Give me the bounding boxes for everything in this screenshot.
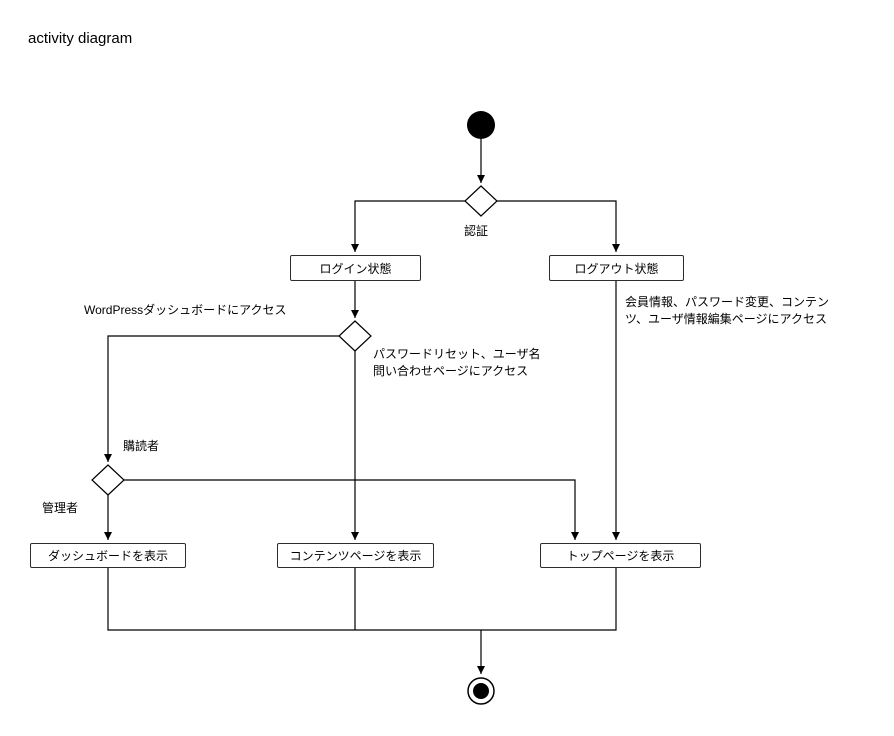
initial-node — [467, 111, 495, 139]
activity-show-top: トップページを表示 — [540, 543, 701, 568]
activity-logout-state: ログアウト状態 — [549, 255, 684, 281]
final-node-inner — [473, 683, 489, 699]
activity-show-dashboard: ダッシュボードを表示 — [30, 543, 186, 568]
guard-label-password-reset-access: パスワードリセット、ユーザ名 問い合わせページにアクセス — [373, 347, 541, 378]
activity-login-state: ログイン状態 — [290, 255, 421, 281]
activity-show-top-label: トップページを表示 — [566, 549, 675, 563]
activity-show-content-label: コンテンツページを表示 — [289, 549, 422, 563]
activity-logout-state-label: ログアウト状態 — [574, 261, 659, 276]
guard-label-wp-dashboard-access: WordPressダッシュボードにアクセス — [84, 303, 287, 317]
edge-dashboard-to-merge — [107, 568, 481, 631]
edge-auth-to-logout — [497, 200, 620, 252]
edge-decision3-to-top — [124, 479, 579, 540]
guard-label-admin: 管理者 — [42, 501, 79, 515]
edge-auth-to-login — [351, 200, 465, 252]
decision-diamond-login-branch — [338, 320, 372, 352]
decision-diamond-role — [91, 464, 125, 496]
guard-label-logout-pages-access: 会員情報、パスワード変更、コンテン ツ、ユーザ情報編集ページにアクセス — [625, 295, 830, 326]
edge-decision2-to-decision3 — [104, 335, 339, 462]
page-title: activity diagram — [28, 30, 133, 47]
edges — [104, 139, 620, 674]
decision-diamond-auth — [464, 185, 498, 217]
activity-show-dashboard-label: ダッシュボードを表示 — [47, 549, 168, 563]
guard-label-subscriber: 購読者 — [123, 439, 160, 453]
edge-top-to-merge — [481, 568, 617, 631]
activity-show-content: コンテンツページを表示 — [277, 543, 434, 568]
guard-label-auth: 認証 — [464, 224, 489, 238]
activity-login-state-label: ログイン状態 — [319, 261, 392, 276]
